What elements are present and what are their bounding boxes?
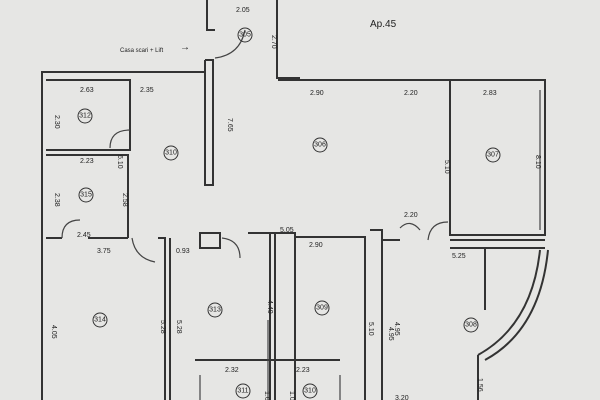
room-number: 307	[487, 152, 499, 159]
room-marker	[78, 187, 94, 203]
dimension-label: 4.95	[387, 327, 394, 341]
dimension-label: 2.70	[270, 35, 277, 49]
dimension-label: 2.20	[404, 212, 418, 219]
dimension-label: 2.58	[121, 193, 128, 207]
arrow-right-icon: →	[180, 42, 190, 53]
dimension-label: 7.65	[226, 118, 233, 132]
dimension-label: 2.38	[53, 193, 60, 207]
dimension-label: 8.10	[534, 155, 541, 169]
dimension-label: 4.05	[50, 325, 57, 339]
dimension-label: 2.35	[140, 87, 154, 94]
dimension-label: 5.05	[280, 227, 294, 234]
dimension-label: 2.23	[296, 367, 310, 374]
room-number: 310	[165, 150, 177, 157]
room-marker	[77, 108, 93, 124]
room-numbers: 305 306 307 308 309 310 312 313 314 315 311 310	[77, 27, 501, 399]
room-marker	[485, 147, 501, 163]
room-marker	[463, 317, 479, 333]
room-marker	[92, 312, 108, 328]
dimension-label: 2.45	[77, 232, 91, 239]
room-marker	[237, 27, 253, 43]
room-number: 311	[237, 388, 248, 395]
room-number: 305	[239, 32, 251, 39]
dimension-label: 3.20	[395, 395, 409, 400]
labels: Ap.45 Casa scari + Lift →	[120, 19, 397, 54]
apartment-label: Ap.45	[370, 19, 397, 30]
room-marker	[235, 383, 251, 399]
room-number: 314	[94, 317, 106, 324]
dimension-label: 1.56	[476, 378, 483, 392]
dimension-label: 2.90	[310, 90, 324, 97]
dimension-label: 5.28	[175, 320, 182, 334]
dimension-label: 2.05	[236, 7, 250, 14]
stair-note: Casa scari + Lift	[120, 48, 164, 54]
room-number: 313	[209, 307, 221, 314]
room-number: 306	[314, 142, 326, 149]
room-number: 315	[80, 192, 92, 199]
dimension-label: 1.00	[263, 391, 270, 400]
dimension-label: 5.25	[452, 253, 466, 260]
room-number: 312	[79, 113, 91, 120]
dimension-label: 2.83	[483, 90, 497, 97]
dimension-label: 2.63	[80, 87, 94, 94]
room-marker	[207, 302, 223, 318]
dimension-label: 2.23	[80, 158, 94, 165]
room-marker	[302, 383, 318, 399]
room-number: 310	[304, 388, 316, 395]
room-marker	[314, 300, 330, 316]
dimension-label: 5.10	[443, 160, 450, 174]
dimension-label: 0.93	[176, 248, 190, 255]
dimension-label: 2.30	[53, 115, 60, 129]
room-number: 309	[316, 305, 328, 312]
dimension-label: 2.90	[309, 242, 323, 249]
dimension-label: 3.75	[97, 248, 111, 255]
dimension-labels: 2.05 2.70 2.90 2.20 2.83 2.63 2.35 2.30 6.10 7.65…	[50, 7, 541, 400]
dimension-label: 6.10	[116, 155, 123, 169]
room-number: 308	[465, 322, 477, 329]
dimension-label: 5.10	[367, 322, 374, 336]
dimension-label: 2.20	[404, 90, 418, 97]
dimension-label: 4.95	[393, 322, 400, 336]
walls	[41, 0, 549, 400]
room-marker	[312, 137, 328, 153]
dimension-label: 2.32	[225, 367, 239, 374]
dimension-label: 4.40	[266, 300, 273, 314]
room-marker	[163, 145, 179, 161]
dimension-label: 5.28	[159, 320, 166, 334]
dimension-label: 1.00	[288, 391, 295, 400]
